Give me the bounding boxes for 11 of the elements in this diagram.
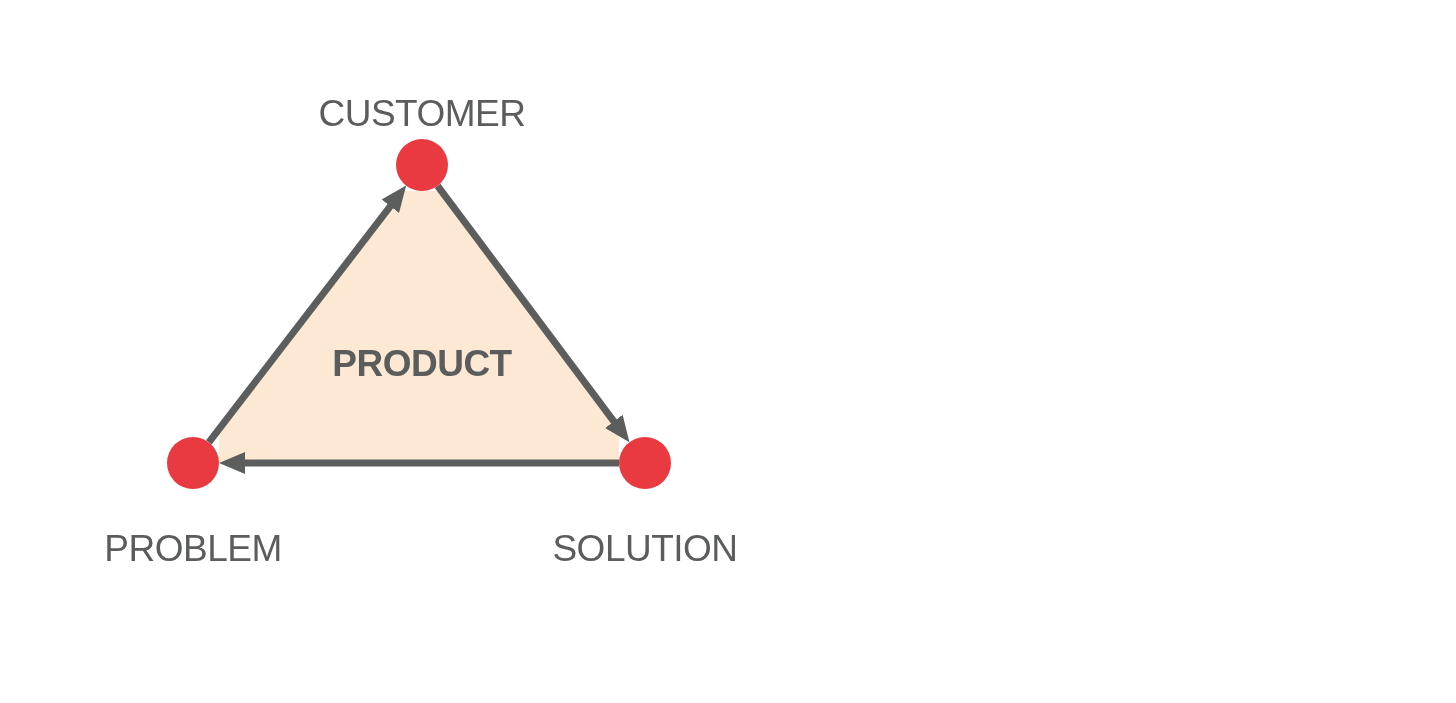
triangle-node xyxy=(219,191,619,463)
node-label: SOLUTION xyxy=(552,529,738,567)
node-label: PROBLEM xyxy=(104,529,282,567)
node-label: PRODUCT xyxy=(332,344,512,382)
circle-node xyxy=(396,139,448,191)
arrow xyxy=(206,185,407,445)
circle-node xyxy=(167,437,219,489)
arrow xyxy=(434,183,630,443)
node-label: CUSTOMER xyxy=(318,94,526,132)
arrow xyxy=(219,452,619,474)
circle-node xyxy=(619,437,671,489)
